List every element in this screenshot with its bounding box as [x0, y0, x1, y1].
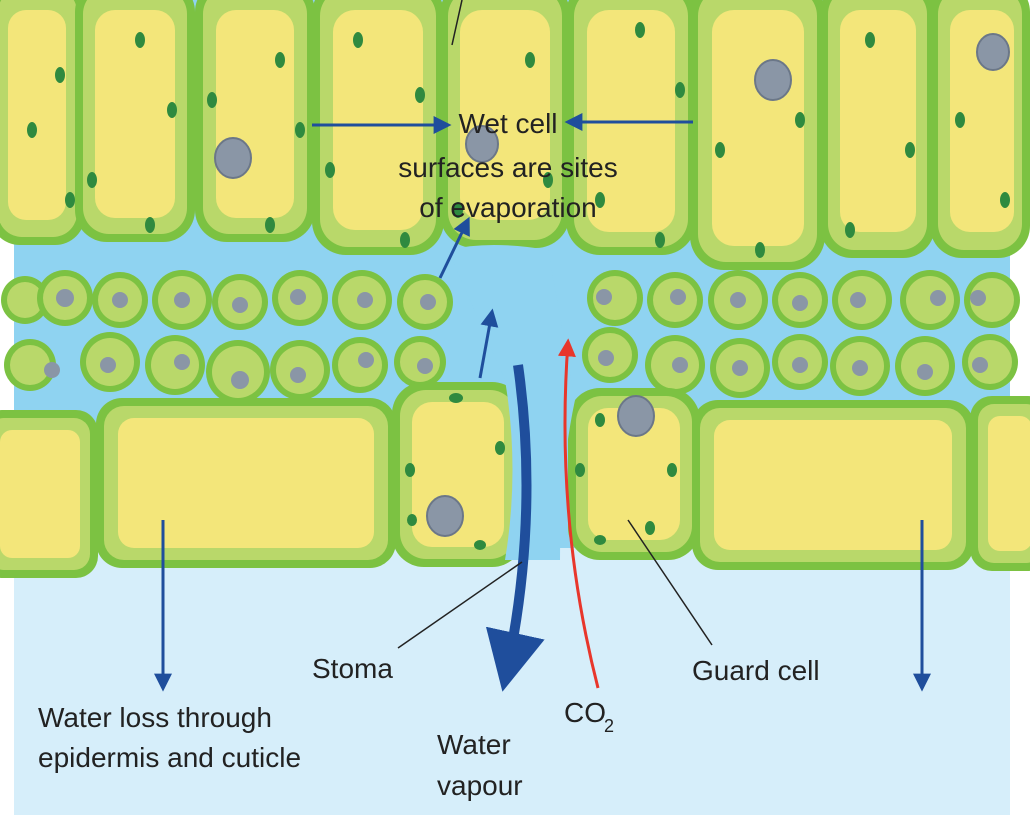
palisade-cell	[440, 0, 570, 248]
spongy-cell-row	[4, 327, 1018, 404]
spongy-cell-row	[1, 270, 1020, 330]
palisade-cell	[195, 0, 315, 242]
palisade-cell	[0, 0, 85, 245]
chloroplasts	[27, 22, 1010, 258]
arrow-co2-in	[557, 338, 600, 689]
stoma-pore	[448, 245, 575, 560]
label-wet-cell-line2: surfaces are sites	[398, 152, 617, 183]
label-water-vapour-line2: vapour	[437, 770, 523, 801]
arrow-evaporation-up	[438, 216, 470, 279]
label-co2: CO	[564, 697, 606, 728]
guard-cell	[392, 382, 524, 567]
label-water-loss-line2: epidermis and cuticle	[38, 742, 301, 773]
palisade-cell	[312, 0, 444, 255]
palisade-cell	[820, 0, 935, 258]
label-water-loss-line1: Water loss through	[38, 702, 272, 733]
lower-epidermis-layer	[0, 382, 1030, 578]
diffusion-arrows	[154, 113, 931, 692]
guard-cell	[568, 388, 700, 560]
label-guard-cell: Guard cell	[692, 655, 820, 686]
palisade-cell	[930, 0, 1030, 258]
nucleus	[976, 33, 1010, 71]
epidermal-cell	[970, 396, 1030, 571]
nucleus	[754, 59, 792, 101]
arrow-water-vapour-out	[485, 364, 545, 692]
nucleus	[465, 125, 499, 163]
label-wet-cell-line1: Wet cell	[458, 108, 557, 139]
palisade-cell	[75, 0, 195, 242]
epidermal-cell	[0, 410, 98, 578]
label-wet-cell-line3: of evaporation	[419, 192, 596, 223]
nucleus	[214, 137, 252, 179]
label-water-vapour-line1: Water	[437, 729, 511, 760]
label-co2-subscript: 2	[604, 716, 614, 736]
epidermal-cell	[96, 398, 396, 568]
leader-line-top	[451, 0, 463, 46]
leader-line-stoma	[397, 561, 523, 649]
palisade-cell	[690, 0, 825, 270]
chloroplasts	[405, 393, 677, 550]
label-stoma: Stoma	[312, 653, 393, 684]
epidermal-cell	[692, 400, 974, 570]
spongy-mesophyll-layer	[1, 270, 1020, 404]
leader-line-guard-cell	[627, 519, 713, 646]
arrow-vapour-up	[478, 308, 499, 379]
nucleus	[426, 495, 464, 537]
nucleus	[617, 395, 655, 437]
